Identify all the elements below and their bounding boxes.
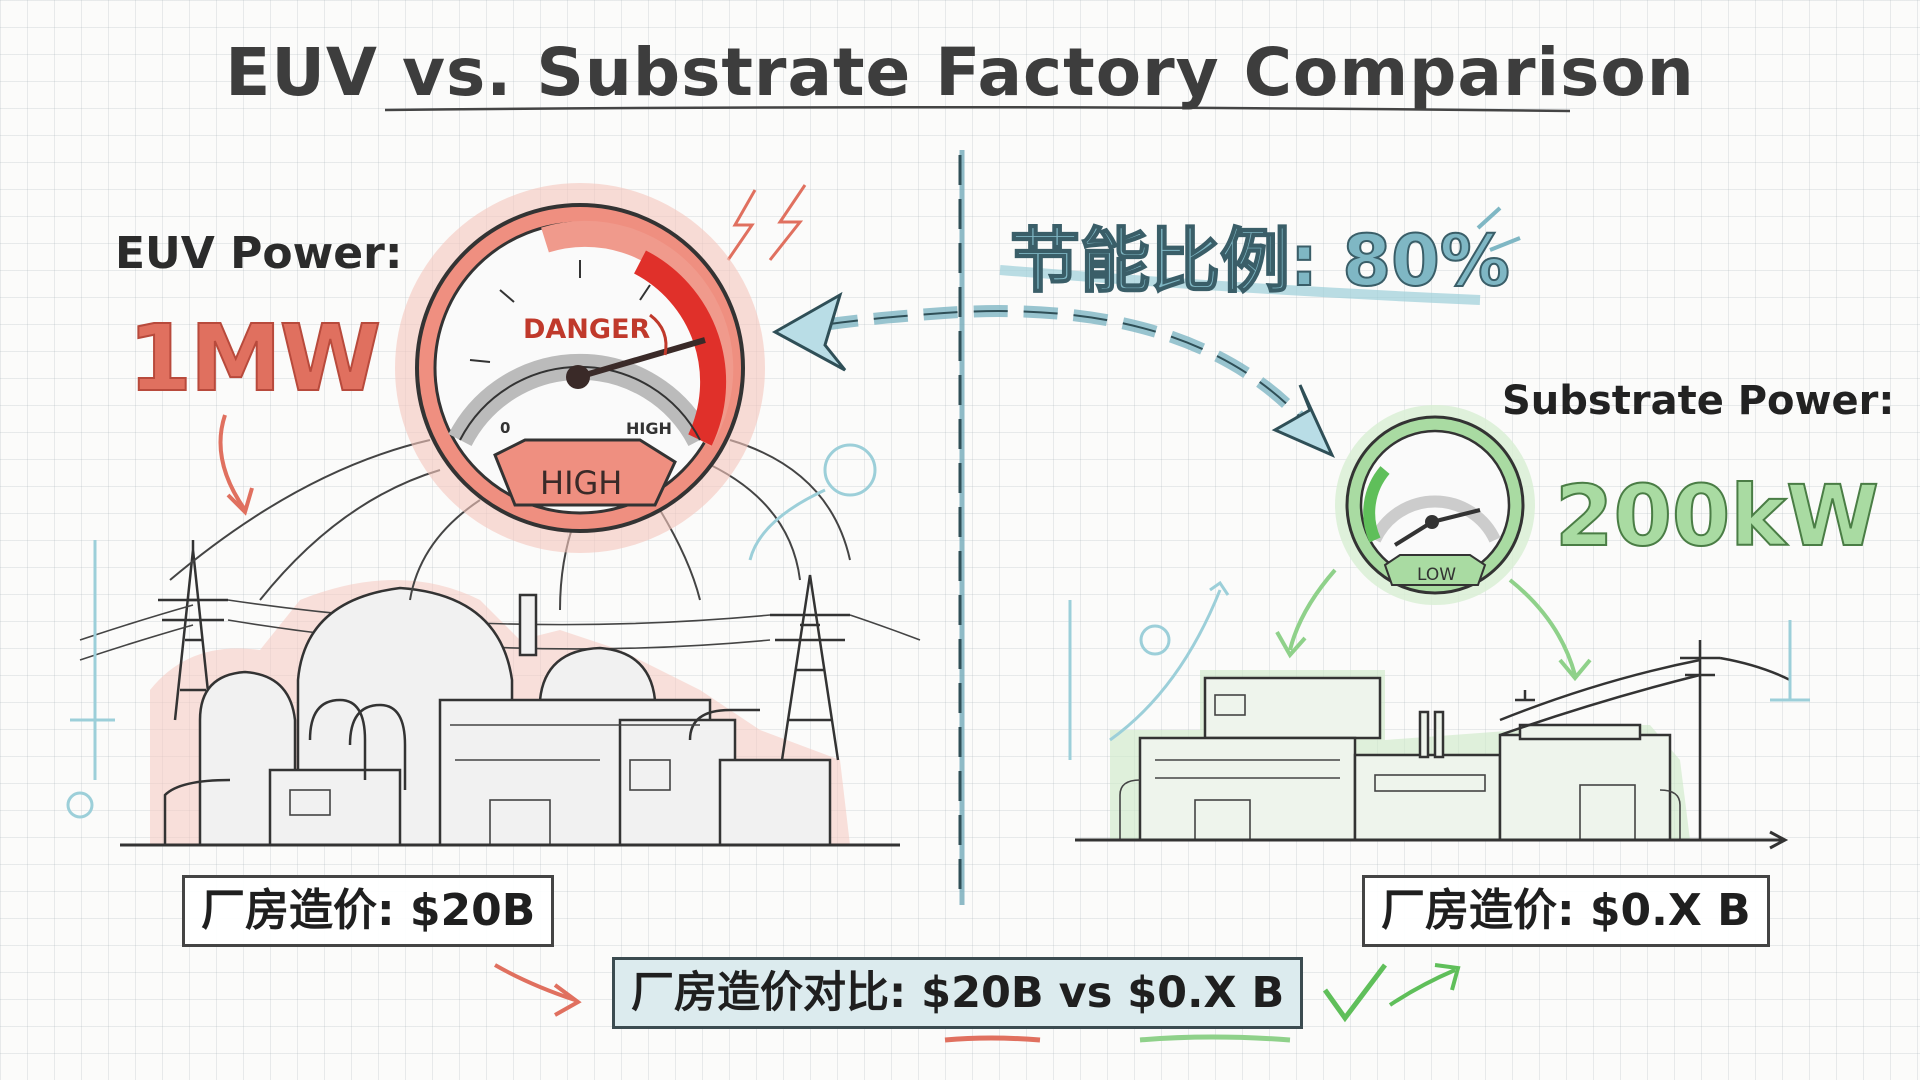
factory-cost-comparison: 厂房造价对比: $20B vs $0.X B xyxy=(612,957,1304,1029)
substrate-power-value: 200kW xyxy=(1554,466,1880,566)
euv-gauge-max-label: HIGH xyxy=(626,419,672,438)
substrate-arrow-left xyxy=(1288,568,1337,651)
euv-factory-building xyxy=(163,586,832,847)
comparison-arrow xyxy=(771,291,1335,458)
euv-power-label: EUV Power: xyxy=(115,228,403,279)
euv-pointer-arrow xyxy=(218,414,247,512)
substrate-power-label: Substrate Power: xyxy=(1502,378,1895,424)
title-underline xyxy=(384,105,1571,113)
ratio-highlight xyxy=(999,265,1481,305)
bottom-left-arrow xyxy=(494,963,576,1002)
euv-gauge-needle xyxy=(574,337,706,381)
substrate-arrow-right xyxy=(1508,578,1577,676)
euv-gauge-level: HIGH xyxy=(540,464,623,502)
lightning-icon xyxy=(726,184,807,261)
euv-gauge-min-label: 0 xyxy=(500,419,511,437)
euv-gauge xyxy=(395,183,765,553)
substrate-gauge-level: LOW xyxy=(1417,565,1457,585)
comparison-underline-red xyxy=(944,1035,1041,1043)
power-tower-left xyxy=(158,540,228,721)
bottom-right-arrow xyxy=(1388,968,1456,1007)
substrate-gauge xyxy=(1335,405,1535,605)
check-icon xyxy=(1322,963,1387,1023)
substrate-factory-cost: 厂房造价: $0.X B xyxy=(1362,875,1770,947)
power-tower-right xyxy=(770,574,850,761)
substrate-gauge-needle xyxy=(1393,520,1434,547)
substrate-factory-building xyxy=(1138,676,1672,842)
energy-saving-ratio: 节能比例: 80% xyxy=(1009,219,1511,303)
euv-power-value: 1MW xyxy=(127,304,382,413)
euv-factory-cost: 厂房造价: $20B xyxy=(182,875,555,947)
euv-gauge-danger-label: DANGER xyxy=(523,314,651,345)
page-title: EUV vs. Substrate Factory Comparison xyxy=(225,34,1695,111)
comparison-underline-green xyxy=(1139,1034,1291,1043)
